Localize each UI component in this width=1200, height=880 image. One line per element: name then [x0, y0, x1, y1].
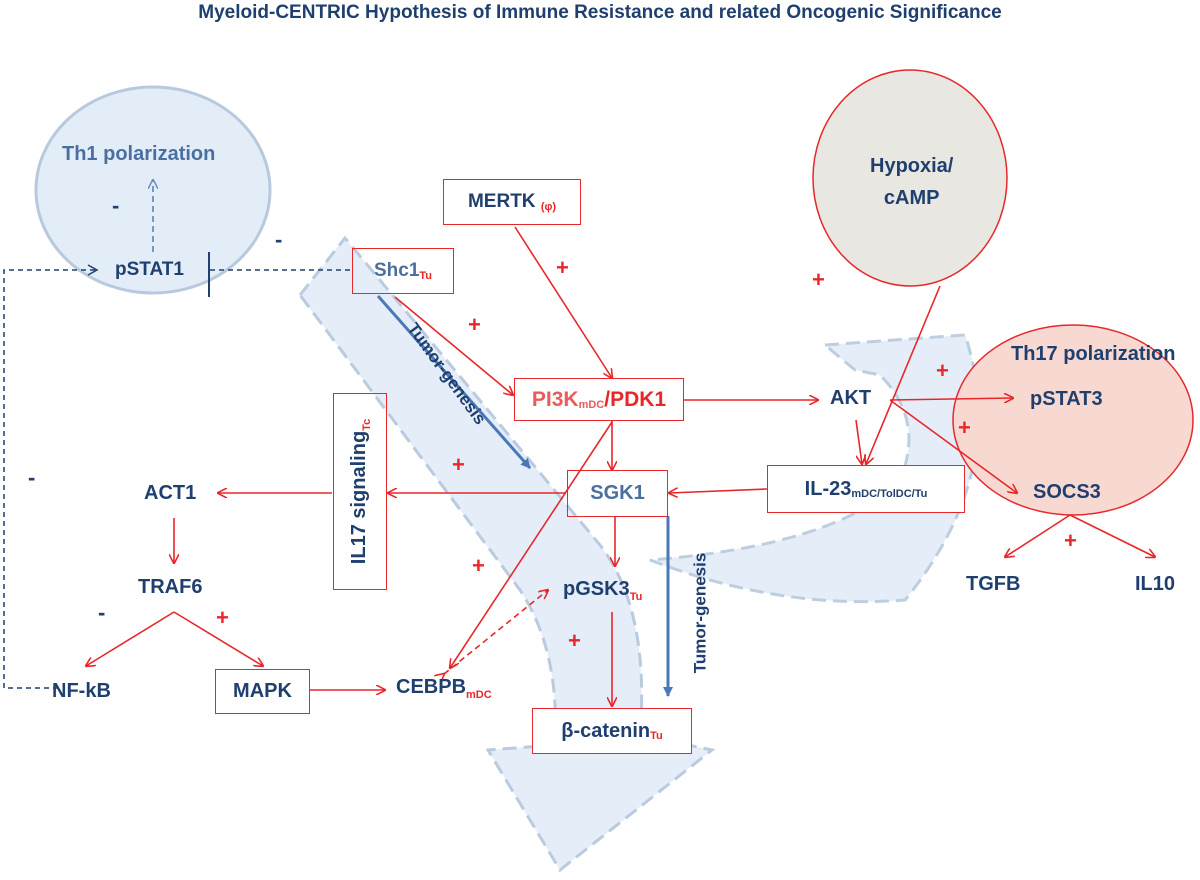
- pgsk3-label: pGSK3Tu: [563, 578, 643, 603]
- il17-box: IL17 signalingTc: [333, 393, 387, 590]
- akt-label: AKT: [830, 387, 872, 409]
- traf6-label: TRAF6: [138, 576, 203, 598]
- pi3k-main: PI3K: [531, 387, 579, 411]
- plus-sign: +: [812, 267, 825, 292]
- tumorgenesis-arrow-1: [376, 295, 532, 469]
- socs3-label: SOCS3: [1033, 481, 1101, 503]
- akt-il23-arrow: [855, 419, 862, 464]
- pi3k-rest: /PDK1: [604, 387, 667, 411]
- plus-sign: +: [958, 415, 971, 440]
- plus-sign: +: [568, 628, 581, 653]
- socs3-il10-arrow: [1069, 514, 1155, 557]
- nfkb-pstat1-dashed-line: [3, 269, 95, 689]
- il23-main: IL-23: [804, 477, 852, 500]
- th17-polarization-label: Th17 polarization: [1011, 343, 1176, 365]
- mapk-box: MAPK: [215, 669, 310, 714]
- plus-sign: +: [936, 358, 949, 383]
- minus-sign: -: [275, 227, 283, 252]
- mertk-box: MERTK (φ): [443, 179, 581, 225]
- il17-sub: Tc: [361, 418, 374, 431]
- traf6-nfkb-arrow: [86, 611, 175, 666]
- cebpb-label: CEBPBmDC: [396, 676, 492, 701]
- th1-polarization-label: Th1 polarization: [62, 143, 216, 165]
- il17-main: IL17 signaling: [348, 430, 371, 565]
- minus-sign: -: [112, 193, 120, 218]
- minus-sign: -: [28, 465, 36, 490]
- th17-ellipse: [952, 324, 1194, 516]
- nfkb-label: NF-kB: [52, 680, 111, 702]
- sgk1-label: SGK1: [590, 482, 645, 504]
- akt-socs3-arrow: [889, 399, 1017, 493]
- traf6-mapk-arrow: [173, 611, 263, 666]
- akt-pstat3-arrow: [889, 398, 1013, 400]
- mertk-pi3k-arrow: [514, 226, 612, 378]
- plus-sign: +: [1064, 528, 1077, 553]
- cebpb-sub: mDC: [466, 689, 492, 701]
- diagram-title: Myeloid-CENTRIC Hypothesis of Immune Res…: [198, 2, 1002, 23]
- il10-label: IL10: [1135, 573, 1176, 595]
- hypoxia-label: Hypoxia/ cAMP: [870, 155, 954, 209]
- plus-sign: +: [472, 553, 485, 578]
- right-dashed-curved-arrow: [649, 333, 980, 604]
- hypoxia-il23-arrow: [866, 285, 941, 464]
- shc1-pi3k-arrow: [394, 296, 513, 395]
- pgsk3-main: pGSK3: [563, 578, 630, 600]
- il17-label: IL17 signalingTc: [348, 418, 374, 565]
- pstat1-label: pSTAT1: [115, 259, 184, 280]
- il23-sgk1-arrow: [669, 489, 768, 493]
- cebpb-pgsk3-dashed-arrow: [444, 590, 548, 674]
- mapk-label: MAPK: [233, 680, 292, 702]
- shc1-main: Shc1: [373, 260, 420, 281]
- il23-sub: mDC/TolDC/Tu: [851, 488, 928, 500]
- plus-sign: +: [216, 605, 229, 630]
- tgfb-label: TGFB: [966, 573, 1021, 595]
- shc1-sub: Tu: [419, 270, 433, 282]
- mertk-sub: (φ): [540, 201, 557, 213]
- plus-sign: +: [468, 312, 481, 337]
- cebpb-main: CEBPB: [396, 676, 467, 698]
- minus-sign: -: [98, 600, 106, 625]
- hypoxia-ellipse: [812, 69, 1008, 287]
- tumorgenesis-label-2: Tumor-genesis: [690, 552, 710, 674]
- plus-sign: +: [452, 452, 465, 477]
- pi3k-sub: mDC: [578, 398, 605, 411]
- bcatenin-sub: Tu: [650, 730, 663, 742]
- sgk1-box: SGK1: [567, 470, 668, 517]
- plus-sign: +: [556, 255, 569, 280]
- pgsk3-sub: Tu: [629, 591, 643, 603]
- mertk-main: MERTK: [467, 191, 536, 212]
- act1-label: ACT1: [144, 482, 197, 504]
- nfkb-pstat1-arrowhead: [87, 264, 99, 276]
- bcatenin-main: β-catenin: [561, 719, 651, 742]
- pstat3-label: pSTAT3: [1030, 388, 1103, 410]
- socs3-tgfb-arrow: [1005, 514, 1071, 557]
